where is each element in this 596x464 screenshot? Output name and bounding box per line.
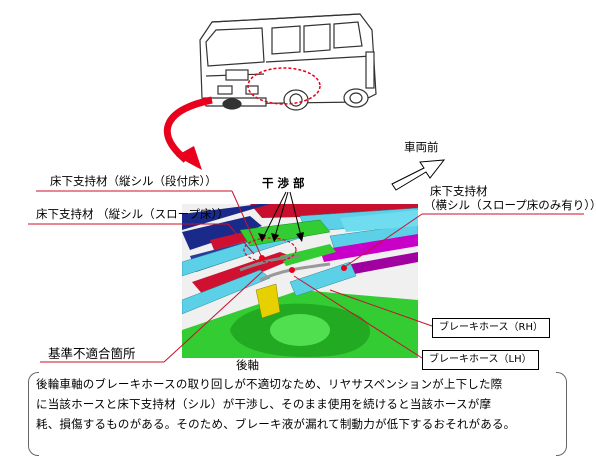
underbody-view <box>182 204 418 358</box>
description-line-1: 後輪車軸のブレーキホースの取り回しが不適切なため、リヤサスペンションが上下した際 <box>36 377 503 391</box>
lateral-sill-label: 床下支持材 <box>430 184 488 198</box>
interference-label: 干 渉 部 <box>262 176 305 190</box>
bus-illustration <box>199 13 377 111</box>
description-line-2: に当該ホースと床下支持材（シル）が干渉し、そのまま使用を続けると当該ホースが摩 <box>36 397 492 411</box>
interference-leaders <box>261 191 303 241</box>
leader-lines <box>28 190 584 363</box>
lateral-sill-sublabel: （横シル（スロープ床のみ有り）） <box>424 198 596 212</box>
brake-hose-lh-label: ブレーキホース（LH） <box>422 350 539 370</box>
front-arrow-icon <box>391 159 446 191</box>
description-text: 後輪車軸のブレーキホースの取り回しが不適切なため、リヤサスペンションが上下した際… <box>36 374 564 434</box>
interference-arrowheads <box>258 232 304 242</box>
brake-hose-rh-label: ブレーキホース（RH） <box>432 318 550 338</box>
nonconforming-label: 基準不適合箇所 <box>48 346 136 361</box>
highlight-circle <box>247 67 321 105</box>
rear-axle-label: 後軸 <box>236 358 259 372</box>
description-line-3: 耗、損傷するものがある。そのため、ブレーキ液が漏れて制動力が低下するおそれがある… <box>36 417 516 431</box>
callout-arrow-head <box>176 146 202 170</box>
vertical-sill-slope-label: 床下支持材 （縦シル（スロープ床）） <box>36 207 229 221</box>
callout-arrow <box>163 96 213 163</box>
front-label: 車両前 <box>404 140 439 154</box>
vertical-sill-step-label: 床下支持材（縦シル（段付床）） <box>50 174 217 188</box>
